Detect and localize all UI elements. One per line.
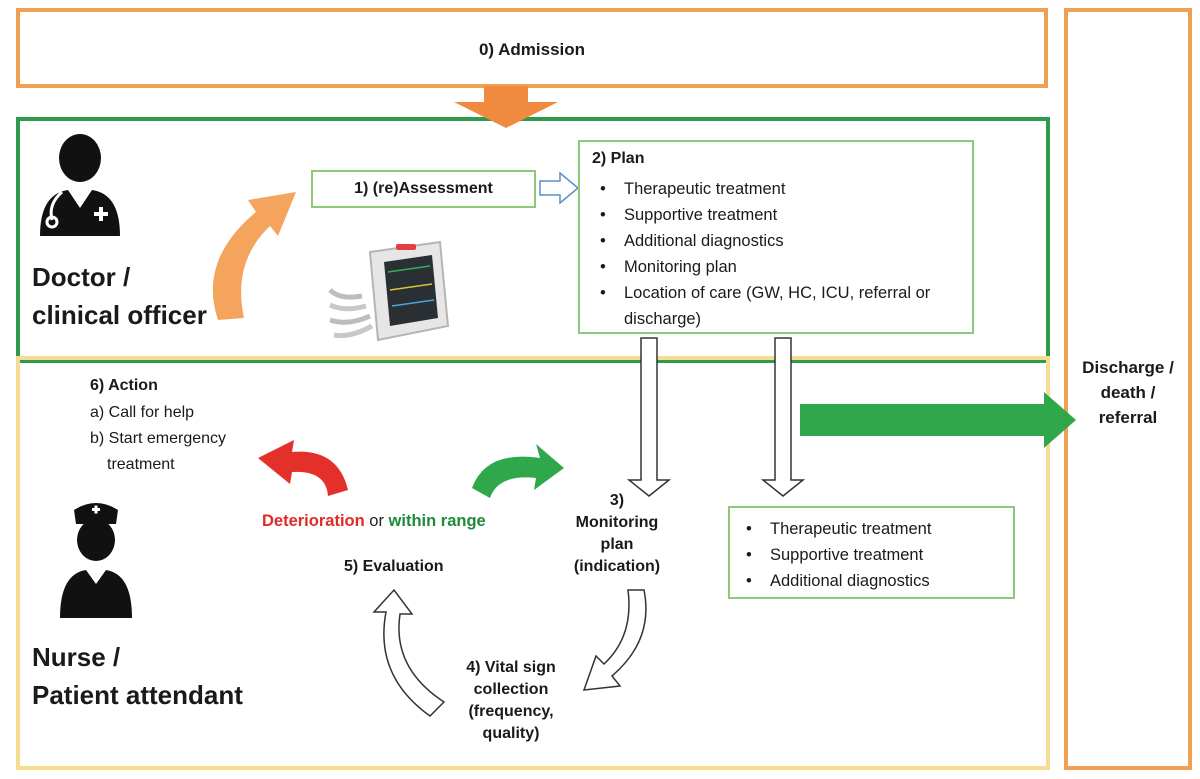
treatment-item: Therapeutic treatment xyxy=(738,516,1008,542)
plan-to-monitoring-arrow xyxy=(626,337,672,497)
plan-item: Monitoring plan xyxy=(592,254,964,280)
plan-to-treatment-arrow xyxy=(760,337,806,497)
doctor-role-label: Doctor / clinical officer xyxy=(32,262,207,330)
assessment-to-plan-arrow xyxy=(539,171,580,205)
assessment-box: 1) (re)Assessment xyxy=(311,170,536,208)
evaluation-decision: Deterioration or within range xyxy=(262,512,486,531)
deterioration-arrow xyxy=(258,440,348,496)
admission-label: 0) Admission xyxy=(478,40,586,59)
plan-box: 2) Plan Therapeutic treatment Supportive… xyxy=(578,140,974,334)
plan-item: Additional diagnostics xyxy=(592,228,964,254)
plan-list: Therapeutic treatment Supportive treatme… xyxy=(592,176,964,332)
evaluation-label: 5) Evaluation xyxy=(344,558,444,575)
nurse-icon xyxy=(60,503,132,618)
action-title: 6) Action xyxy=(90,377,158,394)
discharge-arrow xyxy=(800,392,1076,448)
vital-to-evaluation-arrow xyxy=(372,588,446,717)
plan-item: Location of care (GW, HC, ICU, referral … xyxy=(592,280,964,332)
nurse-role-label: Nurse / Patient attendant xyxy=(32,642,243,710)
action-list: a) Call for help b) Start emergency trea… xyxy=(90,400,280,478)
treatment-item: Additional diagnostics xyxy=(738,568,1008,594)
monitoring-to-vital-arrow xyxy=(582,589,647,691)
assessment-label: 1) (re)Assessment xyxy=(354,180,493,197)
action-item: b) Start emergency treatment xyxy=(90,430,227,473)
monitoring-plan-label: 3) Monitoring plan (indication) xyxy=(573,492,661,575)
orange-curved-arrow xyxy=(212,192,296,320)
doctor-icon xyxy=(40,134,120,236)
treatment-box: Therapeutic treatment Supportive treatme… xyxy=(728,506,1015,599)
plan-item: Therapeutic treatment xyxy=(592,176,964,202)
deterioration-label: Deterioration xyxy=(262,512,365,530)
treatment-item: Supportive treatment xyxy=(738,542,1008,568)
within-range-label: within range xyxy=(388,512,486,530)
treatment-list: Therapeutic treatment Supportive treatme… xyxy=(738,516,1008,594)
action-item: a) Call for help xyxy=(90,404,195,421)
within-range-arrow xyxy=(472,444,564,498)
doctor-zone xyxy=(16,117,1050,363)
admission-box: 0) Admission xyxy=(16,8,1048,88)
patient-monitor-icon xyxy=(328,240,450,342)
admission-down-arrow xyxy=(454,86,558,128)
plan-item: Supportive treatment xyxy=(592,202,964,228)
discharge-column: Discharge / death / referral xyxy=(1064,8,1192,770)
discharge-label: Discharge / death / referral xyxy=(1082,358,1174,427)
plan-title: 2) Plan xyxy=(592,150,645,167)
nurse-zone xyxy=(16,356,1050,770)
or-label: or xyxy=(369,512,384,530)
vital-sign-label: 4) Vital sign collection (frequency, qua… xyxy=(466,659,556,742)
